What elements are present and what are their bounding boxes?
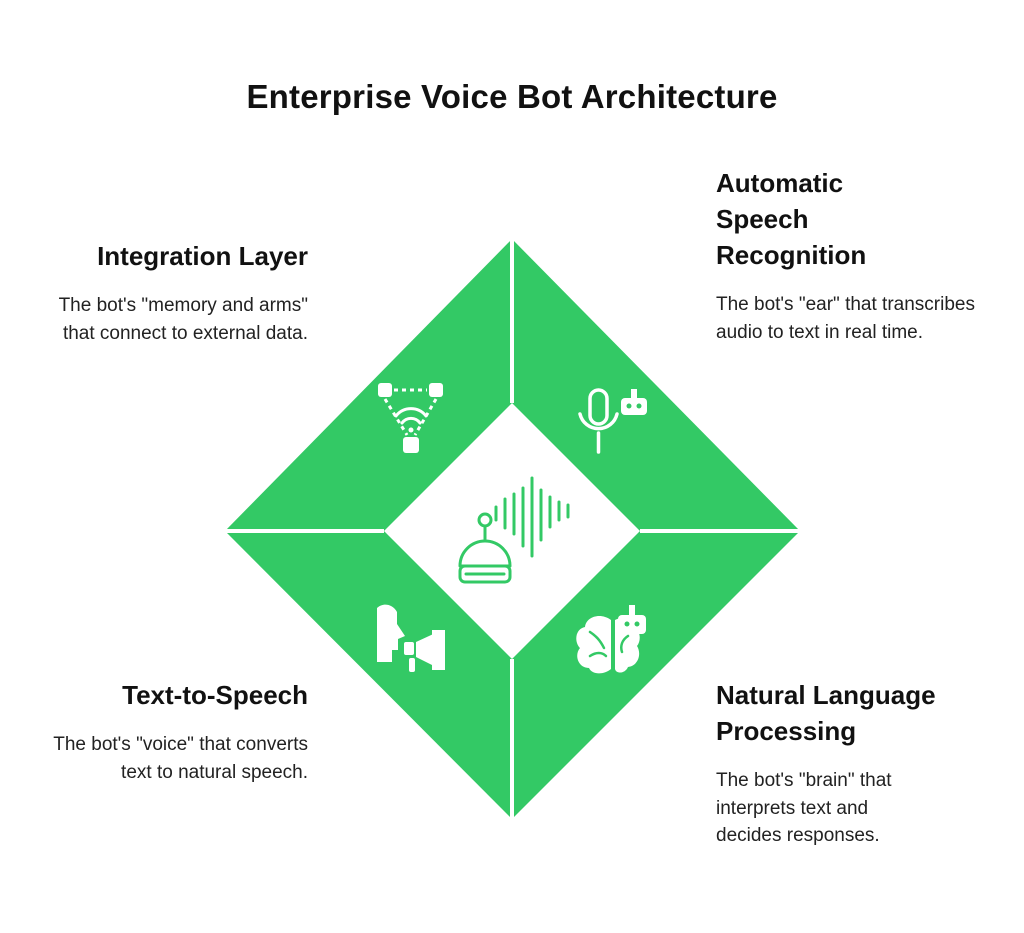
brain-bot-icon [576,605,646,674]
nlp-description: The bot's "brain" that interprets text a… [716,770,892,846]
nlp-heading: Natural Language Processing [716,680,936,746]
asr-description: The bot's "ear" that transcribes audio t… [716,294,975,343]
quadrant-asr[interactable] [512,239,800,531]
speaking-head-megaphone-icon [377,604,445,672]
integration-layer-heading: Integration Layer [97,241,308,271]
integration-layer-block: Integration Layer The bot's "memory and … [40,238,308,347]
tts-description: The bot's "voice" that converts text to … [53,734,308,783]
tts-block: Text-to-Speech The bot's "voice" that co… [40,677,308,786]
asr-block: Automatic Speech Recognition The bot's "… [716,165,984,346]
robot-with-soundwave-icon [458,476,570,584]
tts-heading: Text-to-Speech [122,680,308,710]
nlp-block: Natural Language Processing The bot's "b… [716,677,984,850]
network-hub-icon [378,383,443,453]
quadrant-integration[interactable] [225,239,512,531]
quadrant-tts[interactable] [225,531,512,819]
integration-layer-description: The bot's "memory and arms" that connect… [58,295,308,344]
page-title: Enterprise Voice Bot Architecture [246,78,778,115]
quadrant-nlp[interactable] [512,531,800,819]
asr-heading: Automatic Speech Recognition [716,168,867,270]
microphone-bot-icon [578,388,647,454]
